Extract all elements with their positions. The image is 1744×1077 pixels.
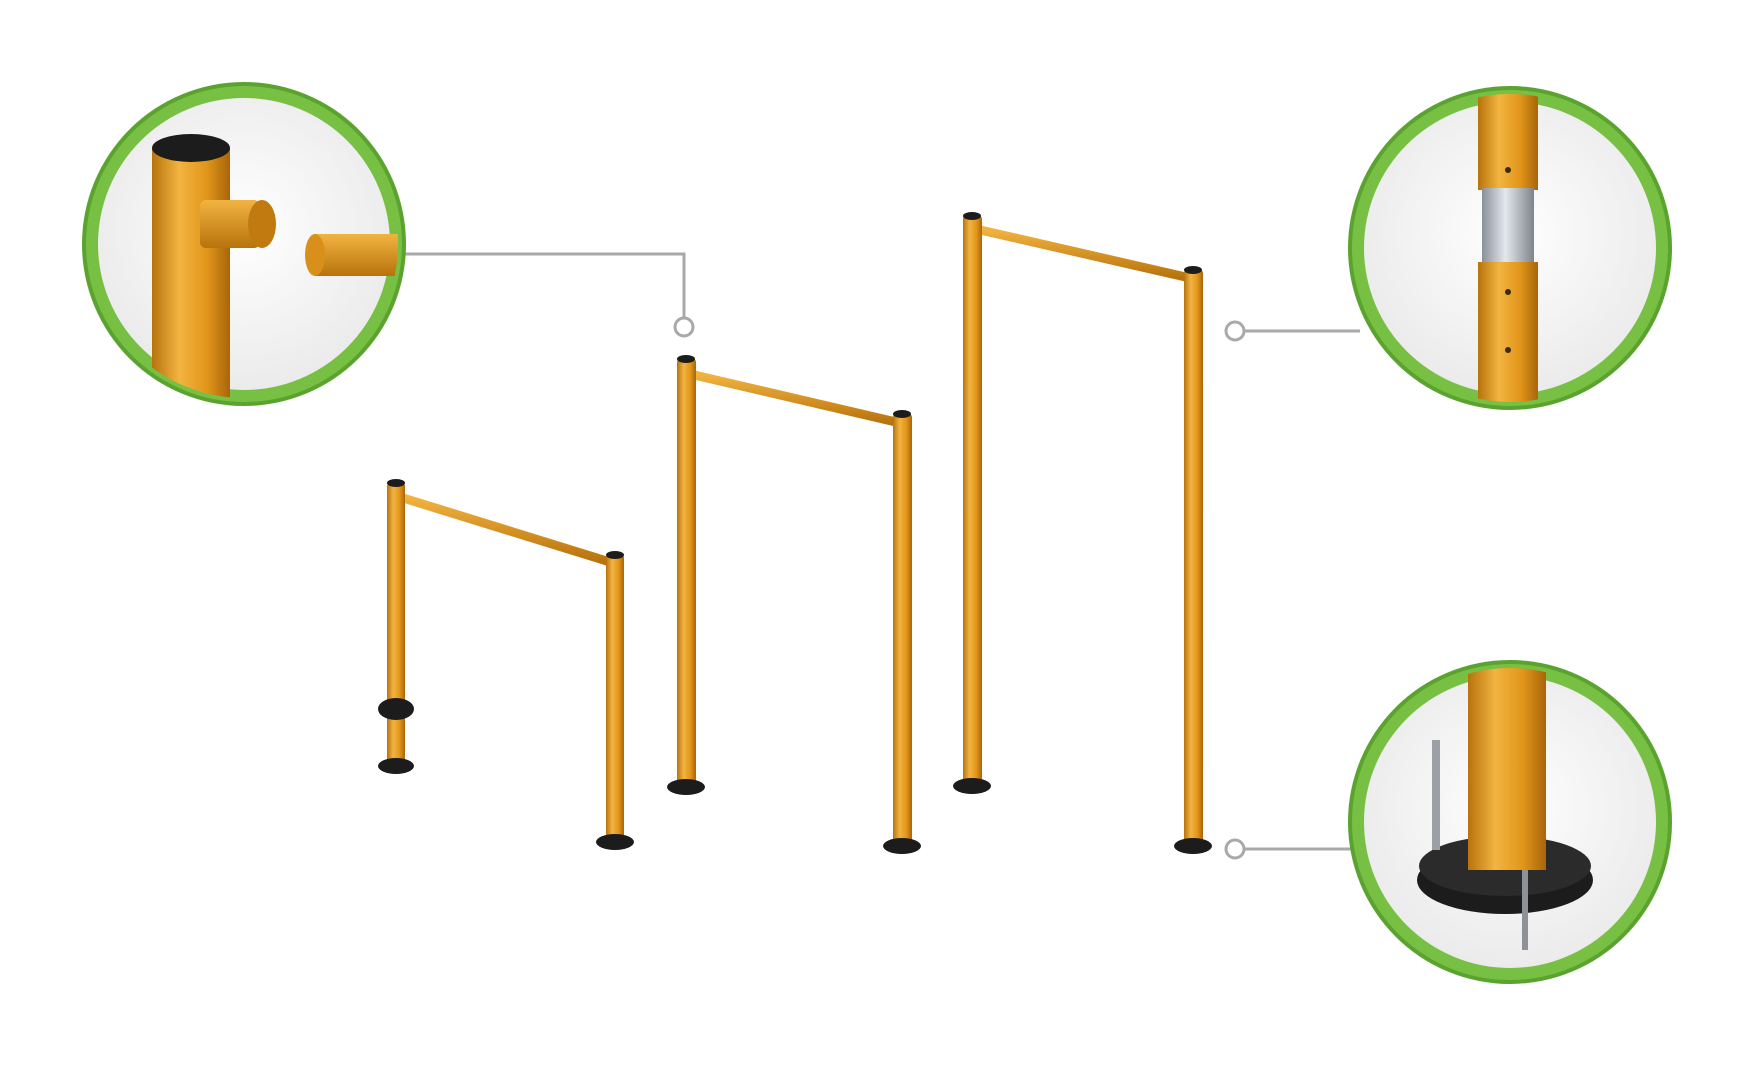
splice-detail-sleeve: [1482, 188, 1534, 264]
medium-frame-right-post: [893, 414, 912, 842]
anchor-detail-post: [1468, 668, 1546, 870]
splice-detail-lower-post: [1478, 262, 1538, 402]
tee-detail-rail-end: [312, 234, 398, 276]
tall-frame-left-post: [963, 216, 982, 786]
medium-frame-left-foot: [667, 779, 705, 795]
tall-frame-right-foot: [1174, 838, 1212, 854]
callout-dot-splice: [1224, 320, 1246, 342]
callout-dot-tee: [673, 316, 695, 338]
tee-detail-post-cap: [152, 134, 230, 162]
short-frame-left-foot: [378, 758, 414, 774]
medium-frame: [667, 355, 921, 854]
short-frame-right-foot: [596, 834, 634, 850]
tee-detail-connector-socket: [248, 200, 276, 248]
tall-frame-right-post-cap: [1184, 266, 1202, 274]
medium-frame-left-post-cap: [677, 355, 695, 363]
callout-dot-base: [1224, 838, 1246, 860]
tee-detail-post: [152, 148, 230, 398]
medium-frame-rail: [685, 369, 905, 428]
tall-frame: [953, 212, 1212, 854]
anchor-detail-bolt: [1432, 740, 1440, 850]
short-frame-collar: [378, 698, 414, 720]
tall-frame-rail: [971, 224, 1195, 283]
tall-frame-left-post-cap: [963, 212, 981, 220]
short-frame: [378, 479, 634, 850]
callout-lines: [404, 252, 1360, 860]
short-frame-right-post: [606, 555, 624, 840]
splice-detail-upper-post: [1478, 94, 1538, 190]
short-frame-left-post-cap: [387, 479, 405, 487]
short-frame-rail: [395, 492, 615, 567]
tall-frame-right-post: [1184, 270, 1203, 842]
tee-detail-connector: [200, 200, 260, 248]
medium-frame-left-post: [677, 359, 696, 787]
medium-frame-right-foot: [883, 838, 921, 854]
post-splice-sleeve-detail: [1348, 86, 1672, 410]
callout-line-tee: [404, 252, 686, 322]
tall-frame-left-foot: [953, 778, 991, 794]
short-frame-right-post-cap: [606, 551, 624, 559]
anchor-base-detail: [1348, 660, 1672, 984]
medium-frame-right-post-cap: [893, 410, 911, 418]
tee-connector-detail: [82, 82, 406, 406]
short-frame-left-post: [387, 483, 405, 766]
